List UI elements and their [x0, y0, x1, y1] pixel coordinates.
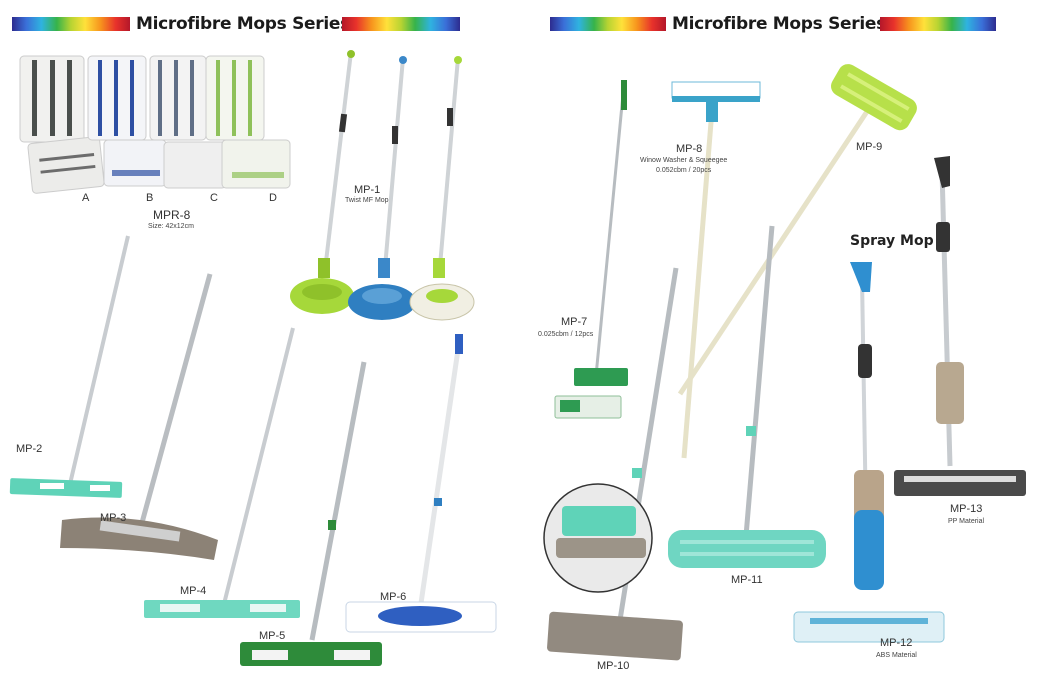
- mop-mp2: [9, 235, 130, 498]
- twist-mop-white: [409, 56, 475, 321]
- mp1-caption: Twist MF Mop: [345, 197, 389, 204]
- spray-mop-mp12: [793, 262, 945, 643]
- mp8-caption-2: 0.052cbm / 20pcs: [656, 167, 712, 174]
- pad-variant-c: C: [210, 192, 218, 204]
- rainbow-bar-left: [550, 17, 666, 31]
- mp1-label: MP-1: [354, 184, 381, 196]
- banner-title: Microfibre Mops Series: [136, 14, 350, 34]
- left-banner: Microfibre Mops Series: [12, 14, 460, 34]
- mp12-caption: ABS Material: [876, 652, 917, 659]
- mp9-label: MP-9: [856, 141, 883, 153]
- twist-mop-green: [290, 50, 355, 314]
- pad-model-label: MPR-8: [153, 208, 191, 222]
- mop-mp9: [677, 64, 917, 396]
- mp11-label: MP-11: [731, 574, 763, 586]
- mop-mp5: [240, 361, 382, 666]
- mop-pad-b: [87, 55, 167, 187]
- mop-mp6: [345, 334, 497, 633]
- spray-mop-mp13: [894, 156, 1026, 496]
- mop-pad-a: [19, 55, 105, 194]
- rainbow-bar-left: [12, 17, 130, 31]
- mp8-label: MP-8: [676, 143, 703, 155]
- mop-mp10: [543, 267, 683, 661]
- mop-mp7: [554, 80, 628, 419]
- mp6-label: MP-6: [380, 591, 407, 603]
- mop-pad-c: [149, 55, 227, 189]
- pad-variant-a: A: [82, 192, 90, 204]
- spray-mop-heading: Spray Mop: [850, 233, 934, 249]
- mp5-label: MP-5: [259, 630, 286, 642]
- rainbow-bar-right: [880, 17, 996, 31]
- pad-size-caption: Size: 42x12cm: [148, 223, 194, 230]
- pad-variant-d: D: [269, 192, 277, 204]
- banner-title: Microfibre Mops Series: [672, 14, 886, 34]
- mp7-caption: 0.025cbm / 12pcs: [538, 331, 594, 338]
- mop-pad-d: [205, 55, 291, 189]
- mp2-label: MP-2: [16, 443, 43, 455]
- mp10-label: MP-10: [597, 660, 630, 672]
- rainbow-bar-right: [342, 17, 460, 31]
- mp8-caption-1: Winow Washer & Squeegee: [640, 157, 728, 164]
- mp13-label: MP-13: [950, 503, 983, 515]
- mop-mp8: [671, 81, 761, 459]
- right-banner: Microfibre Mops Series: [550, 14, 996, 34]
- mp4-label: MP-4: [180, 585, 207, 597]
- mp12-label: MP-12: [880, 637, 913, 649]
- mp3-label: MP-3: [100, 512, 127, 524]
- pad-variant-b: B: [146, 192, 154, 204]
- mop-mp11: [668, 225, 826, 568]
- mop-mp4: [144, 327, 300, 618]
- mop-mp3: [60, 273, 218, 560]
- mp13-caption: PP Material: [948, 518, 985, 525]
- twist-mop-blue: [348, 56, 416, 320]
- mp7-label: MP-7: [561, 316, 588, 328]
